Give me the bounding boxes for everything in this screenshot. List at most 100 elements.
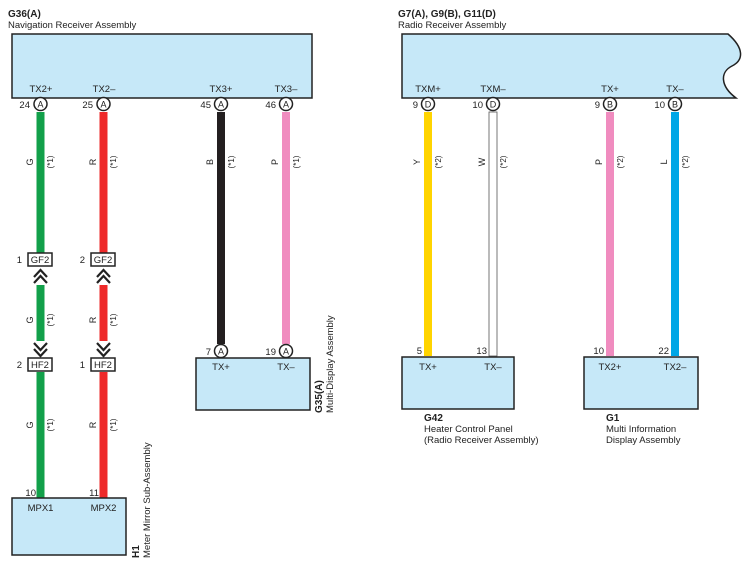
wire-b: [217, 112, 225, 344]
junction-code: HF2: [94, 360, 112, 371]
multi-info-code: G1: [606, 413, 620, 424]
multi-display-pin-label: TX+: [212, 362, 230, 373]
multi-info-name-2: Display Assembly: [606, 435, 681, 446]
junction-code: GF2: [94, 255, 112, 266]
nav-pin-number: 24: [19, 100, 30, 111]
junction-code: HF2: [31, 360, 49, 371]
wire-color-label: R: [88, 421, 98, 428]
connector-letter: A: [218, 347, 224, 357]
wire-note-label: (*1): [227, 155, 236, 168]
wire-note-label: (*2): [499, 155, 508, 168]
multi-info-box: [583, 356, 699, 410]
radio-pin-label: TX+: [601, 84, 619, 95]
connector-letter: B: [672, 100, 678, 110]
nav-pin-label: TX2+: [30, 84, 53, 95]
nav-pin-label: TX3+: [210, 84, 233, 95]
wire-color-label: B: [205, 159, 215, 165]
meter-mirror-name: Meter Mirror Sub-Assembly: [142, 442, 153, 558]
wire-r: [99, 285, 108, 341]
wire-note-label: (*1): [109, 155, 118, 168]
wire-color-label: R: [88, 158, 98, 165]
multi-info-pin-label: TX2+: [599, 362, 622, 373]
nav-connector-2: A: [96, 96, 111, 112]
junction-gf2-left: GF2: [27, 252, 53, 267]
heater-pin-label: TX–: [484, 362, 502, 373]
nav-pin-number: 45: [200, 100, 211, 111]
nav-receiver-name: Navigation Receiver Assembly: [8, 20, 137, 31]
wire-r: [99, 112, 108, 253]
nav-pin-label: TX3–: [275, 84, 298, 95]
radio-receiver-name: Radio Receiver Assembly: [398, 20, 506, 31]
connector-letter: A: [218, 100, 224, 110]
meter-pin-label: MPX1: [28, 503, 54, 514]
radio-pin-number: 10: [654, 100, 665, 111]
junction-gf2-right: GF2: [90, 252, 116, 267]
junction-code: GF2: [31, 255, 49, 266]
multi-info-name: Multi Information: [606, 424, 676, 435]
wire-w: [488, 111, 498, 357]
nav-pin-number: 46: [265, 100, 276, 111]
multi-info-pin-number: 10: [593, 346, 604, 357]
nav-pin-number: 25: [82, 100, 93, 111]
wire-note-label: (*1): [46, 418, 55, 431]
nav-connector-3: A: [213, 96, 229, 112]
multi-display-connector-1: A: [213, 343, 229, 359]
radio-pin-number: 10: [472, 100, 483, 111]
meter-mirror-box: [11, 497, 127, 556]
radio-pin-number: 9: [595, 100, 600, 111]
wire-note-label: (*1): [109, 418, 118, 431]
connector-letter: B: [607, 100, 613, 110]
wire-p: [606, 112, 614, 356]
junction-pin: 2: [80, 255, 85, 266]
wire-g: [36, 372, 45, 498]
wire-p: [282, 112, 290, 344]
junction-pin: 2: [17, 360, 22, 371]
wire-color-label: P: [594, 159, 604, 165]
meter-pin-label: MPX2: [91, 503, 117, 514]
heater-panel-box: [401, 356, 515, 410]
wire-color-label: G: [25, 316, 35, 323]
radio-connector-4: B: [667, 96, 683, 112]
multi-display-connector-2: A: [278, 343, 294, 359]
wire-color-label: L: [659, 159, 669, 164]
nav-connector-1: A: [33, 96, 48, 112]
junction-hf2-left: HF2: [27, 357, 53, 372]
radio-connector-1: D: [420, 96, 436, 112]
wire-l: [671, 112, 679, 356]
wire-color-label: P: [270, 159, 280, 165]
radio-receiver-box: [401, 33, 742, 99]
radio-pin-label: TXM+: [415, 84, 441, 95]
heater-panel-code: G42: [424, 413, 443, 424]
wire-g: [36, 285, 45, 341]
chevron-up-icon: [96, 268, 111, 284]
wire-note-label: (*2): [681, 155, 690, 168]
wire-color-label: W: [477, 157, 487, 166]
wire-note-label: (*1): [292, 155, 301, 168]
radio-pin-label: TXM–: [480, 84, 506, 95]
meter-pin-number: 11: [89, 488, 99, 499]
radio-receiver-code: G7(A), G9(B), G11(D): [398, 9, 496, 20]
junction-pin: 1: [17, 255, 22, 266]
connector-letter: D: [490, 100, 497, 110]
chevron-down-icon: [33, 342, 48, 358]
nav-receiver-box: [11, 33, 313, 99]
nav-connector-4: A: [278, 96, 294, 112]
wire-note-label: (*1): [109, 313, 118, 326]
junction-hf2-right: HF2: [90, 357, 116, 372]
connector-letter: A: [37, 100, 43, 110]
meter-mirror-code: H1: [131, 545, 142, 558]
heater-pin-number: 5: [417, 346, 422, 357]
nav-pin-label: TX2–: [93, 84, 116, 95]
meter-pin-number: 10: [25, 488, 36, 499]
heater-pin-label: TX+: [419, 362, 437, 373]
multi-display-code: G35(A): [314, 380, 325, 413]
multi-display-box: [195, 357, 311, 411]
radio-connector-3: B: [602, 96, 618, 112]
heater-panel-name: Heater Control Panel: [424, 424, 513, 435]
radio-pin-label: TX–: [666, 84, 684, 95]
wire-color-label: G: [25, 158, 35, 165]
radio-connector-2: D: [485, 96, 501, 112]
multi-info-pin-number: 22: [658, 346, 669, 357]
multi-display-name: Multi-Display Assembly: [325, 315, 336, 413]
